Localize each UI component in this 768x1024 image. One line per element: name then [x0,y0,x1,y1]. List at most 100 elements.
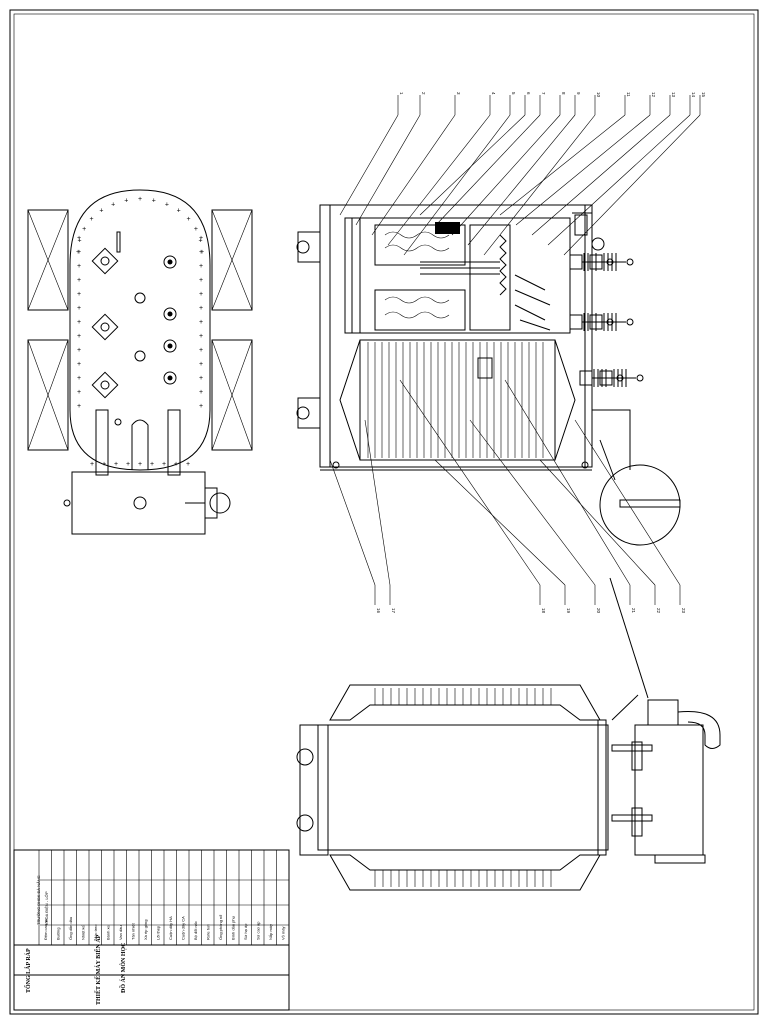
bolt-mark: + [199,249,203,256]
bolt-mark: + [194,226,198,233]
bolt-mark: + [90,461,94,468]
leader-line [531,114,671,236]
bolt-mark: + [150,461,154,468]
part-number: 6 [526,92,531,95]
leader-line [469,419,596,586]
bolt-mark: + [124,198,128,205]
bolt-mark: + [111,201,115,208]
leader-line [329,459,376,586]
bushing [569,313,614,331]
bolt-mark: + [199,277,203,284]
bolt-mark: + [199,333,203,340]
bom-row-name: Nắp máy [268,924,273,940]
part-number: 20 [596,608,601,614]
part-number: 14 [691,92,696,98]
bom-row-name: Van dầu [118,925,123,940]
top-view [27,189,253,535]
bolt-mark: + [165,201,169,208]
part-number: 23 [681,608,686,614]
sheet-name: TỔNG LẮP RÁP [24,948,32,993]
bolt-mark: + [199,347,203,354]
part-number: 9 [576,92,581,95]
bolt-mark: + [162,461,166,468]
part-number: 8 [561,92,566,95]
bolt-mark: + [199,361,203,368]
bolt-mark: + [199,291,203,298]
part-number: 18 [541,608,546,614]
part-number: 19 [566,608,571,614]
bolt-mark: + [77,263,81,270]
leader-line [451,114,561,236]
bolt-mark: + [90,216,94,223]
leader-line [515,114,651,226]
bom-row-name: Bình dầu phụ [231,916,236,940]
leader-line [371,114,456,236]
bom-row-name: Ống dẫn dầu [68,917,73,940]
bom-row-name: Bánh xe [106,925,111,940]
leader-line [387,114,491,246]
project-title: ĐỒ ÁN MÔN HỌC [119,943,127,994]
bolt-mark: + [199,263,203,270]
bom-row-name: Bộ đổi nấc [193,921,198,940]
bolt-marks: ++++++++++++++++++++++++++++++++++++++++… [76,196,204,468]
sheet-border-inner [13,13,755,1011]
bolt-mark: + [77,319,81,326]
part-number: 17 [391,608,396,614]
bom-row-name: Sứ hạ áp [243,923,248,940]
bolt-mark: + [77,235,81,242]
bom-row-name: Ống phòng nổ [218,914,223,940]
bom-row-name: Tản nhiệt [131,922,136,940]
front-view [296,577,721,891]
bom-row-name: Cuộn dây HA [168,916,173,940]
bolt-mark: + [177,208,181,215]
bushing [589,313,634,331]
bolt-mark: + [77,333,81,340]
bolt-mark: + [186,216,190,223]
bolt-mark: + [77,305,81,312]
part-number: 5 [511,92,516,95]
part-number: 16 [376,608,381,614]
leader-line [574,419,681,586]
leader-line [547,114,691,246]
leader-line [399,379,541,586]
bom-row-name: Xà ép gông [143,920,148,940]
bushing [589,253,634,271]
part-number: 13 [671,92,676,98]
bolt-mark: + [77,403,81,410]
bolt-mark: + [138,461,142,468]
bolt-mark: + [77,249,81,256]
bolt-mark: + [186,461,190,468]
bolt-mark: + [199,375,203,382]
bolt-mark: + [102,461,106,468]
bolt-mark: + [199,235,203,242]
part-number: 21 [631,608,636,614]
bolt-mark: + [78,237,82,244]
bolt-mark: + [76,249,80,256]
bom-row-name: Cuộn dây CA [181,916,186,940]
leader-line [467,114,576,246]
part-number: 3 [456,92,461,95]
school-name: TRƯỜNG ĐHBK ĐÀ NẴNG [36,875,41,925]
bolt-mark: + [198,237,202,244]
bolt-mark: + [199,305,203,312]
leader-line [483,114,596,256]
part-number: 15 [701,92,706,98]
bolt-mark: + [199,389,203,396]
bolt-mark: + [99,208,103,215]
leader-line [419,114,526,216]
bolt-mark: + [200,249,204,256]
bom-row-name: Móc treo [93,924,98,940]
leader-line [434,459,566,586]
bom-row-name: Lõi thép [156,925,161,940]
bushing [599,369,644,387]
bolt-mark: + [114,461,118,468]
leader-line [499,114,626,216]
bolt-mark: + [152,198,156,205]
bolt-mark: + [199,403,203,410]
bom-row-name: Bulông [56,928,61,940]
leader-line [403,114,511,256]
bushing [569,253,614,271]
leader-line [355,114,421,226]
